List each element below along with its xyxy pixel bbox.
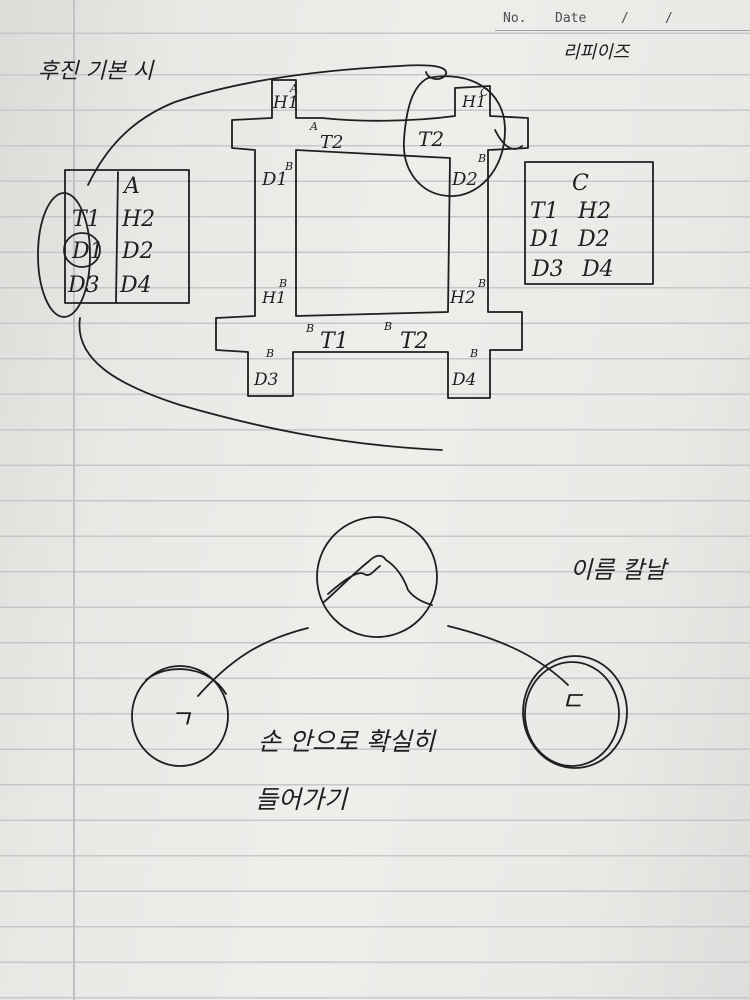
box-a-cell: T1 <box>72 207 101 232</box>
box-c-cell: D1 <box>529 227 562 252</box>
label-t1-bottom-sup: B <box>305 322 314 335</box>
corner-circle <box>403 75 523 197</box>
note-right-middle: 이름 칼날 <box>570 556 670 584</box>
no-label: No. <box>503 11 527 26</box>
label-h1-top: H1 <box>272 93 299 113</box>
label-d3-sup: B <box>265 347 274 360</box>
box-a-border <box>64 169 190 304</box>
left-circle-inner <box>145 668 227 695</box>
note-bottom-line-1: 손 안으로 확실히 <box>258 727 437 756</box>
box-a-divider <box>115 171 119 303</box>
arc-top-connector <box>87 64 447 186</box>
mountain-sketch <box>323 554 433 606</box>
label-d2: D2 <box>451 169 478 190</box>
right-circle-inner <box>524 661 620 767</box>
date-slash-2: / <box>665 11 673 26</box>
label-d2-sup: B <box>477 152 486 165</box>
label-h1-low-sup: B <box>278 277 287 290</box>
label-t2-bottom-sup: B <box>383 320 392 333</box>
date-slash-1: / <box>621 11 629 26</box>
box-a-cell: D2 <box>121 239 154 264</box>
box-a-cell: D3 <box>67 273 100 298</box>
d1-circle <box>63 232 101 268</box>
label-t1-bottom: T1 <box>320 329 349 354</box>
label-d4-sup: B <box>469 347 478 360</box>
label-d3: D3 <box>253 370 278 390</box>
label-h2-low-sup: B <box>477 277 486 290</box>
box-a-cell: H2 <box>121 207 155 232</box>
box-a-cell: D4 <box>119 273 152 298</box>
frame-inner <box>295 149 451 317</box>
right-circle-label: ㄷ <box>560 687 584 717</box>
box-c: C T1 H2 D1 D2 D3 D4 <box>524 161 654 285</box>
box-c-cell: T1 <box>530 199 559 224</box>
label-h1-low: H1 <box>261 288 286 307</box>
label-h1-right: H1 <box>461 92 486 111</box>
box-c-title: C <box>572 171 589 196</box>
left-circle <box>131 665 229 767</box>
left-circle-label: ㄱ <box>168 705 192 735</box>
label-t2-right: T2 <box>418 127 444 151</box>
label-h2-low: H2 <box>449 288 476 308</box>
frame-outline <box>215 79 529 399</box>
top-circle <box>316 516 438 638</box>
label-t2-top-sup: A <box>309 120 318 133</box>
label-h1-right-sup: C <box>480 86 489 99</box>
label-h1-top-sup: A <box>289 82 298 95</box>
arc-bottom-connector <box>78 317 443 451</box>
label-t2-bottom: T2 <box>400 329 429 354</box>
box-c-cell: H2 <box>577 199 611 224</box>
branch-right <box>447 625 569 686</box>
box-c-cell: D2 <box>577 227 610 252</box>
branch-left <box>197 627 309 697</box>
label-t2-top: T2 <box>320 132 343 153</box>
right-circle <box>522 655 628 769</box>
date-label: Date <box>555 11 587 26</box>
box-c-cell: D3 <box>531 257 564 282</box>
page-header: No. Date / / <box>495 8 750 31</box>
box-a: A T1 H2 D1 D2 D3 D4 <box>37 169 190 318</box>
note-bottom-line-2: 들어가기 <box>255 785 349 814</box>
label-d4: D4 <box>451 370 476 390</box>
margin-line <box>73 0 75 1000</box>
label-d1-sup: B <box>284 160 293 173</box>
label-d1: D1 <box>261 169 288 190</box>
note-top-left: 후진 기본 시 <box>38 59 155 84</box>
box-c-border <box>524 161 654 285</box>
box-c-cell: D4 <box>581 257 614 282</box>
box-a-title: A <box>122 174 140 199</box>
note-top-right: 리피이즈 <box>563 42 631 63</box>
column-loop <box>37 192 91 318</box>
